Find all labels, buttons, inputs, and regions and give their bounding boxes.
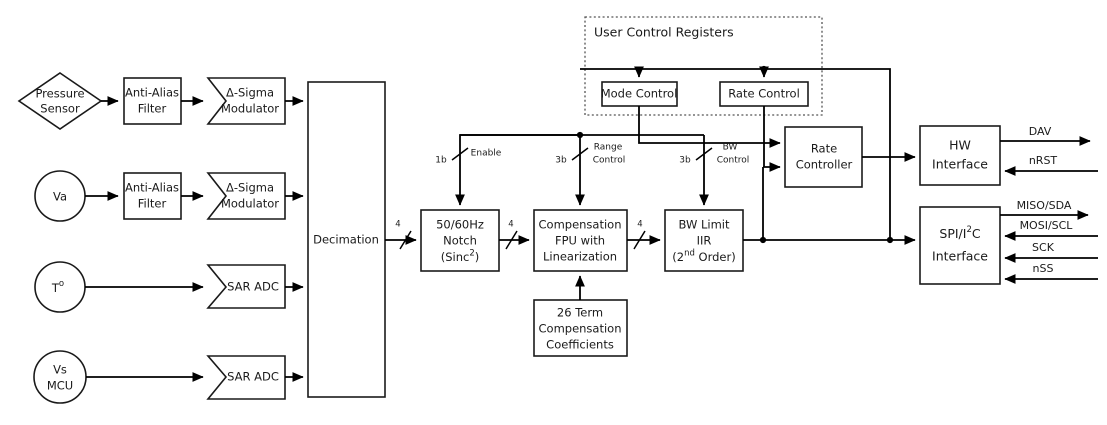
compensation-fpu-label-line1: Compensation (539, 218, 622, 232)
rate-controller-label-line1: Rate (811, 142, 837, 156)
pressure-sensor-label-line2: Sensor (40, 102, 80, 116)
hw-interface-label-line1: HW (949, 138, 971, 153)
notch-filter-label-line1: 50/60Hz (436, 218, 484, 232)
enable-tap-width: 1b (435, 156, 447, 166)
hw-interface-label-line2: Interface (932, 157, 988, 172)
compensation-coefficients-box (533, 299, 628, 357)
vs-mcu-input-shape (33, 350, 87, 404)
delta-sigma-modulator-2-label-line2: Modulator (221, 197, 279, 211)
compensation-fpu-label-line2: FPU with (555, 234, 605, 248)
delta-sigma-modulator-1-label-line2: Modulator (221, 102, 279, 116)
nss-signal-label: nSS (1033, 262, 1054, 275)
tap-slash-range (571, 147, 589, 161)
compensation-fpu-label-line3: Linearization (543, 250, 617, 264)
bw-control-tap-label-line1: BW (723, 143, 738, 153)
delta-sigma-modulator-1-label-line1: Δ-Sigma (226, 86, 274, 100)
vs-mcu-input-label-line2: MCU (47, 379, 73, 393)
bus-slash-2 (505, 230, 518, 250)
sck-signal-label: SCK (1032, 241, 1055, 254)
sar-adc-2-label: SAR ADC (227, 370, 279, 384)
nrst-signal-label: nRST (1029, 154, 1058, 167)
anti-alias-filter-2-label-line1: Anti-Alias (125, 181, 179, 195)
delta-sigma-modulator-2-label-line1: Δ-Sigma (226, 181, 274, 195)
sar-adc-1-box (206, 264, 286, 309)
bus-slash-1 (399, 230, 412, 250)
notch-filter-box (420, 209, 500, 272)
anti-alias-filter-1-label-line1: Anti-Alias (125, 86, 179, 100)
sar-adc-1-label: SAR ADC (227, 280, 279, 294)
pressure-sensor-shape (17, 72, 103, 130)
bw-limit-iir-box (664, 209, 744, 272)
bus-width-label-2: 4 (508, 220, 513, 230)
tap-slash-bw (695, 147, 713, 161)
compensation-coefficients-label-line2: Compensation (539, 322, 622, 336)
wire-enable-tap-to-notch (455, 134, 580, 206)
mode-control-label: Mode Control (601, 87, 678, 101)
user-control-registers-label: User Control Registers (594, 25, 734, 40)
miso-sda-signal-label: MISO/SDA (1017, 199, 1072, 212)
decimation-box (307, 81, 386, 398)
compensation-fpu-box (533, 209, 628, 272)
hw-interface-box (919, 125, 1001, 186)
mode-control-box[interactable] (601, 81, 678, 107)
mosi-scl-signal-label: MOSI/SCL (1020, 219, 1074, 232)
notch-filter-label-line2: Notch (443, 234, 477, 248)
rate-control-label: Rate Control (728, 87, 800, 101)
range-control-tap-label-line1: Range (594, 143, 623, 153)
rate-controller-box (784, 126, 863, 188)
spi-i2c-interface-label-line1: SPI/I2C (939, 225, 980, 241)
range-control-tap-label-line2: Control (593, 156, 626, 166)
notch-filter-label-line3: (Sinc2) (441, 248, 480, 264)
spi-i2c-interface-label-line2: Interface (932, 249, 988, 264)
delta-sigma-modulator-2-box (206, 172, 286, 220)
sar-adc-2-box (206, 355, 286, 400)
junction-dot-range-tap (576, 131, 584, 139)
bw-control-tap-label-line2: Control (717, 156, 750, 166)
va-input-label: Va (53, 190, 67, 204)
compensation-coefficients-label-line3: Coefficients (546, 338, 614, 352)
spi-i2c-interface-box (919, 206, 1001, 285)
bus-slash-3 (633, 230, 646, 250)
bus-width-label-1: 4 (395, 220, 400, 230)
pressure-sensor-label-line1: Pressure (35, 87, 84, 101)
bus-width-label-3: 4 (637, 220, 642, 230)
dav-signal-label: DAV (1029, 125, 1052, 138)
tap-slash-enable (451, 147, 469, 161)
vs-mcu-input-label-line1: Vs (53, 363, 67, 377)
wire-mode-control-to-rate-controller (638, 106, 781, 148)
anti-alias-filter-2-label-line2: Filter (138, 197, 167, 211)
range-control-tap-width: 3b (555, 156, 567, 166)
delta-sigma-modulator-1-box (206, 77, 286, 125)
rate-controller-label-line2: Controller (796, 158, 853, 172)
bw-limit-iir-label-line2: IIR (697, 234, 712, 248)
enable-tap-label: Enable (471, 149, 502, 159)
compensation-coefficients-label-line1: 26 Term (557, 306, 603, 320)
user-control-registers-group (584, 16, 823, 116)
bw-control-tap-width: 3b (679, 156, 691, 166)
rate-control-box[interactable] (719, 81, 809, 107)
temperature-input-label: To (51, 279, 64, 295)
bw-limit-iir-label-line3: (2nd Order) (672, 248, 735, 264)
anti-alias-filter-1-label-line2: Filter (138, 102, 167, 116)
bw-limit-iir-label-line1: BW Limit (678, 218, 730, 232)
decimation-label: Decimation (313, 233, 379, 247)
wire-control-bus-top (580, 68, 891, 240)
